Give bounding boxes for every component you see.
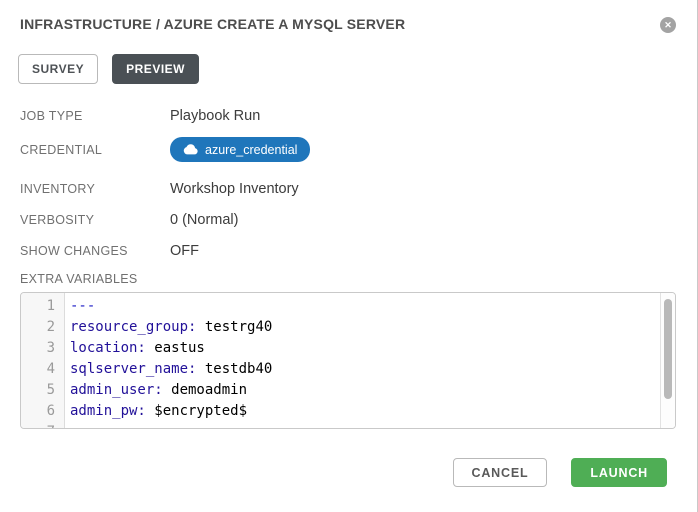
modal-footer: CANCEL LAUNCH bbox=[0, 458, 697, 487]
inventory-value: Workshop Inventory bbox=[170, 181, 299, 197]
editor-code-area[interactable]: --- resource_group: testrg40 location: e… bbox=[65, 293, 660, 428]
field-row-show-changes: SHOW CHANGES OFF bbox=[20, 241, 697, 261]
extra-variables-label: EXTRA VARIABLES bbox=[20, 272, 697, 286]
field-list: JOB TYPE Playbook Run CREDENTIAL azure_c… bbox=[20, 106, 697, 261]
modal-header: INFRASTRUCTURE / AZURE CREATE A MYSQL SE… bbox=[0, 16, 697, 32]
line-number: 5 bbox=[21, 380, 64, 401]
code-line: location: eastus bbox=[70, 338, 660, 359]
show-changes-label: SHOW CHANGES bbox=[20, 244, 170, 258]
line-number: 2 bbox=[21, 317, 64, 338]
code-line: admin_user: demoadmin bbox=[70, 380, 660, 401]
line-number: 4 bbox=[21, 359, 64, 380]
modal-title: INFRASTRUCTURE / AZURE CREATE A MYSQL SE… bbox=[20, 16, 677, 32]
code-line: sqlserver_name: testdb40 bbox=[70, 359, 660, 380]
tab-survey[interactable]: SURVEY bbox=[18, 54, 98, 84]
code-line: resource_group: testrg40 bbox=[70, 317, 660, 338]
code-line bbox=[70, 422, 660, 428]
line-number: 6 bbox=[21, 401, 64, 422]
editor-scrollbar-thumb[interactable] bbox=[664, 299, 672, 399]
tab-preview[interactable]: PREVIEW bbox=[112, 54, 199, 84]
credential-badge[interactable]: azure_credential bbox=[170, 137, 310, 162]
credential-label: CREDENTIAL bbox=[20, 143, 170, 157]
field-row-inventory: INVENTORY Workshop Inventory bbox=[20, 179, 697, 199]
field-row-job-type: JOB TYPE Playbook Run bbox=[20, 106, 697, 126]
field-row-credential: CREDENTIAL azure_credential bbox=[20, 137, 697, 162]
verbosity-value: 0 (Normal) bbox=[170, 212, 238, 228]
cancel-button[interactable]: CANCEL bbox=[453, 458, 548, 487]
close-icon[interactable]: ✕ bbox=[660, 17, 676, 33]
code-line: --- bbox=[70, 296, 660, 317]
field-row-verbosity: VERBOSITY 0 (Normal) bbox=[20, 210, 697, 230]
verbosity-label: VERBOSITY bbox=[20, 213, 170, 227]
line-number: 1 bbox=[21, 296, 64, 317]
credential-badge-label: azure_credential bbox=[205, 143, 297, 157]
tab-bar: SURVEY PREVIEW bbox=[18, 54, 697, 84]
cloud-icon bbox=[183, 144, 205, 155]
inventory-label: INVENTORY bbox=[20, 182, 170, 196]
line-number: 3 bbox=[21, 338, 64, 359]
launch-button[interactable]: LAUNCH bbox=[571, 458, 667, 487]
extra-variables-editor[interactable]: 1 2 3 4 5 6 7 --- resource_group: testrg… bbox=[20, 292, 676, 429]
job-type-value: Playbook Run bbox=[170, 108, 260, 124]
editor-line-number-gutter: 1 2 3 4 5 6 7 bbox=[21, 293, 65, 428]
code-line: admin_pw: $encrypted$ bbox=[70, 401, 660, 422]
show-changes-value: OFF bbox=[170, 243, 199, 259]
editor-scrollbar[interactable] bbox=[660, 293, 675, 428]
job-type-label: JOB TYPE bbox=[20, 109, 170, 123]
line-number: 7 bbox=[21, 422, 64, 429]
